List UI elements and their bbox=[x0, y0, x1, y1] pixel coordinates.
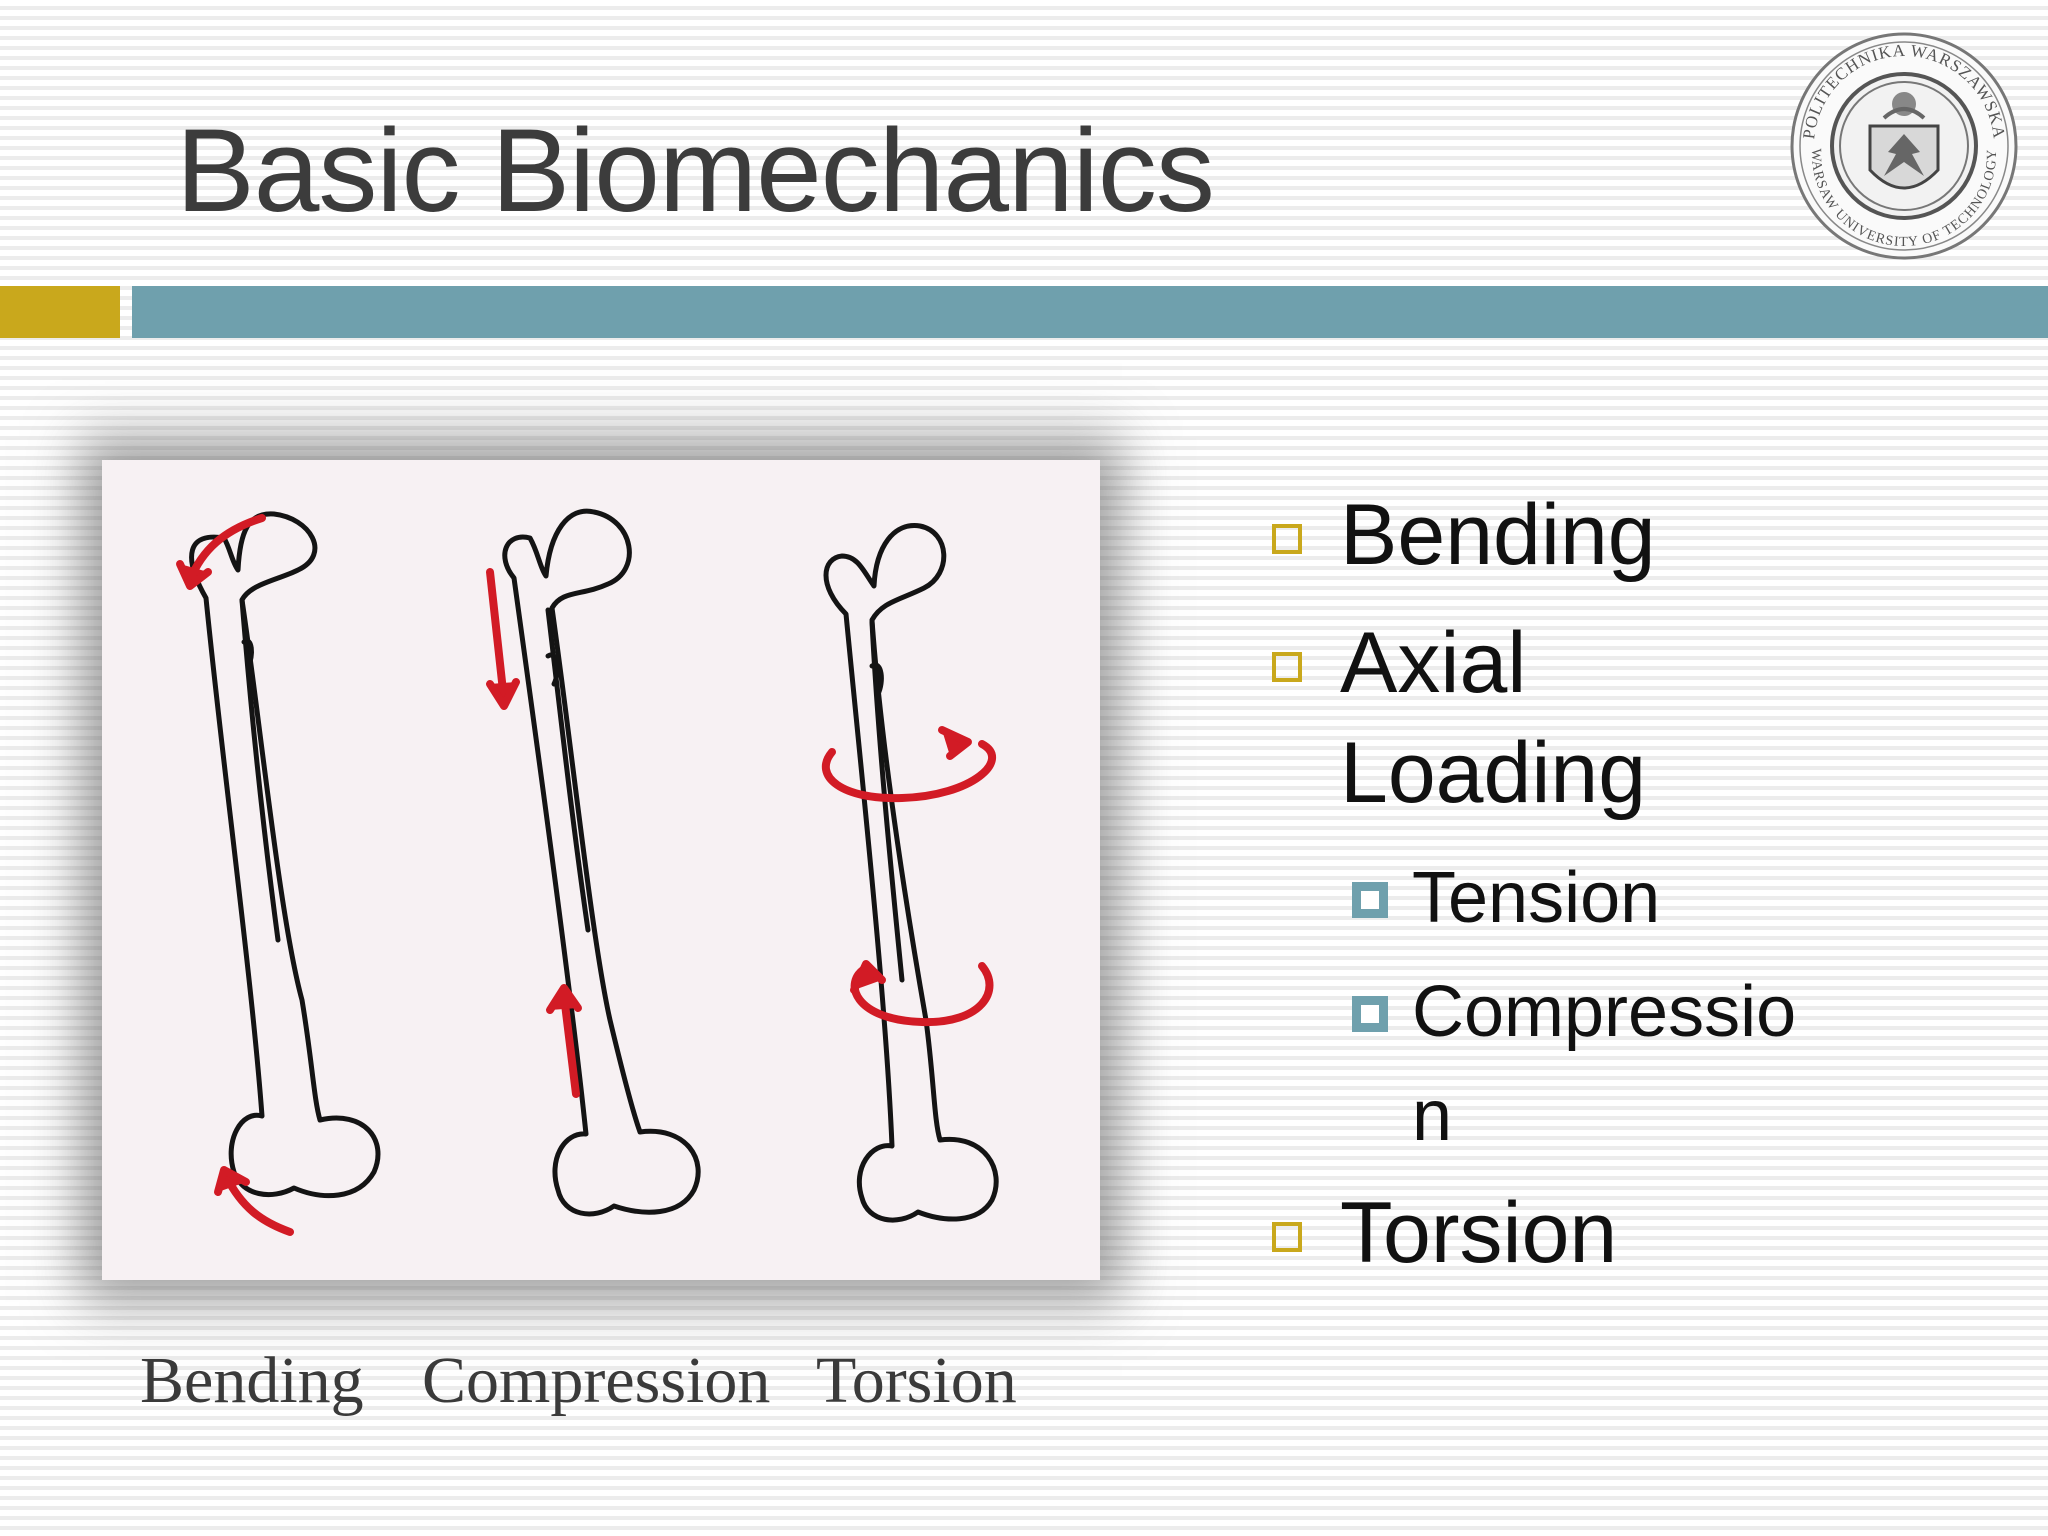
sub-bullet-text: Tension bbox=[1412, 858, 1661, 938]
slide-title: Basic Biomechanics bbox=[176, 105, 1215, 237]
sub-bullet-item: Tension bbox=[1266, 846, 2046, 950]
sub-bullet-item: Compression bbox=[1266, 960, 2046, 1168]
femur-drawing-torsion bbox=[823, 523, 999, 1223]
femur-drawing-compression bbox=[502, 508, 701, 1217]
university-seal-logo: POLITECHNIKA WARSZAWSKA WARSAW UNIVERSIT… bbox=[1790, 32, 2018, 260]
bullet-item: Bending bbox=[1266, 480, 2046, 590]
bullet-text: Axial Loading bbox=[1340, 615, 1647, 821]
figure-caption-bending: Bending bbox=[140, 1344, 364, 1417]
bullet-item: Axial Loading bbox=[1266, 608, 2046, 828]
sub-bullet-square-icon bbox=[1352, 996, 1388, 1032]
bullet-list: Bending Axial Loading Tension Compressio… bbox=[1266, 480, 2046, 1306]
accent-bar-gold bbox=[0, 286, 120, 338]
bullet-text: Torsion bbox=[1340, 1185, 1618, 1281]
bullet-square-icon bbox=[1272, 652, 1302, 682]
bullet-item: Torsion bbox=[1266, 1178, 2046, 1288]
sub-bullet-square-icon bbox=[1352, 882, 1388, 918]
sub-bullet-text: Compression bbox=[1412, 972, 1797, 1156]
bullet-text: Bending bbox=[1340, 487, 1656, 583]
figure-caption-compression: Compression bbox=[422, 1344, 771, 1417]
accent-bar-teal bbox=[132, 286, 2048, 338]
bone-loading-figure bbox=[102, 460, 1100, 1280]
figure-caption-torsion: Torsion bbox=[816, 1344, 1017, 1417]
femur-drawing-bending bbox=[189, 511, 381, 1199]
bullet-square-icon bbox=[1272, 1222, 1302, 1252]
bullet-square-icon bbox=[1272, 524, 1302, 554]
